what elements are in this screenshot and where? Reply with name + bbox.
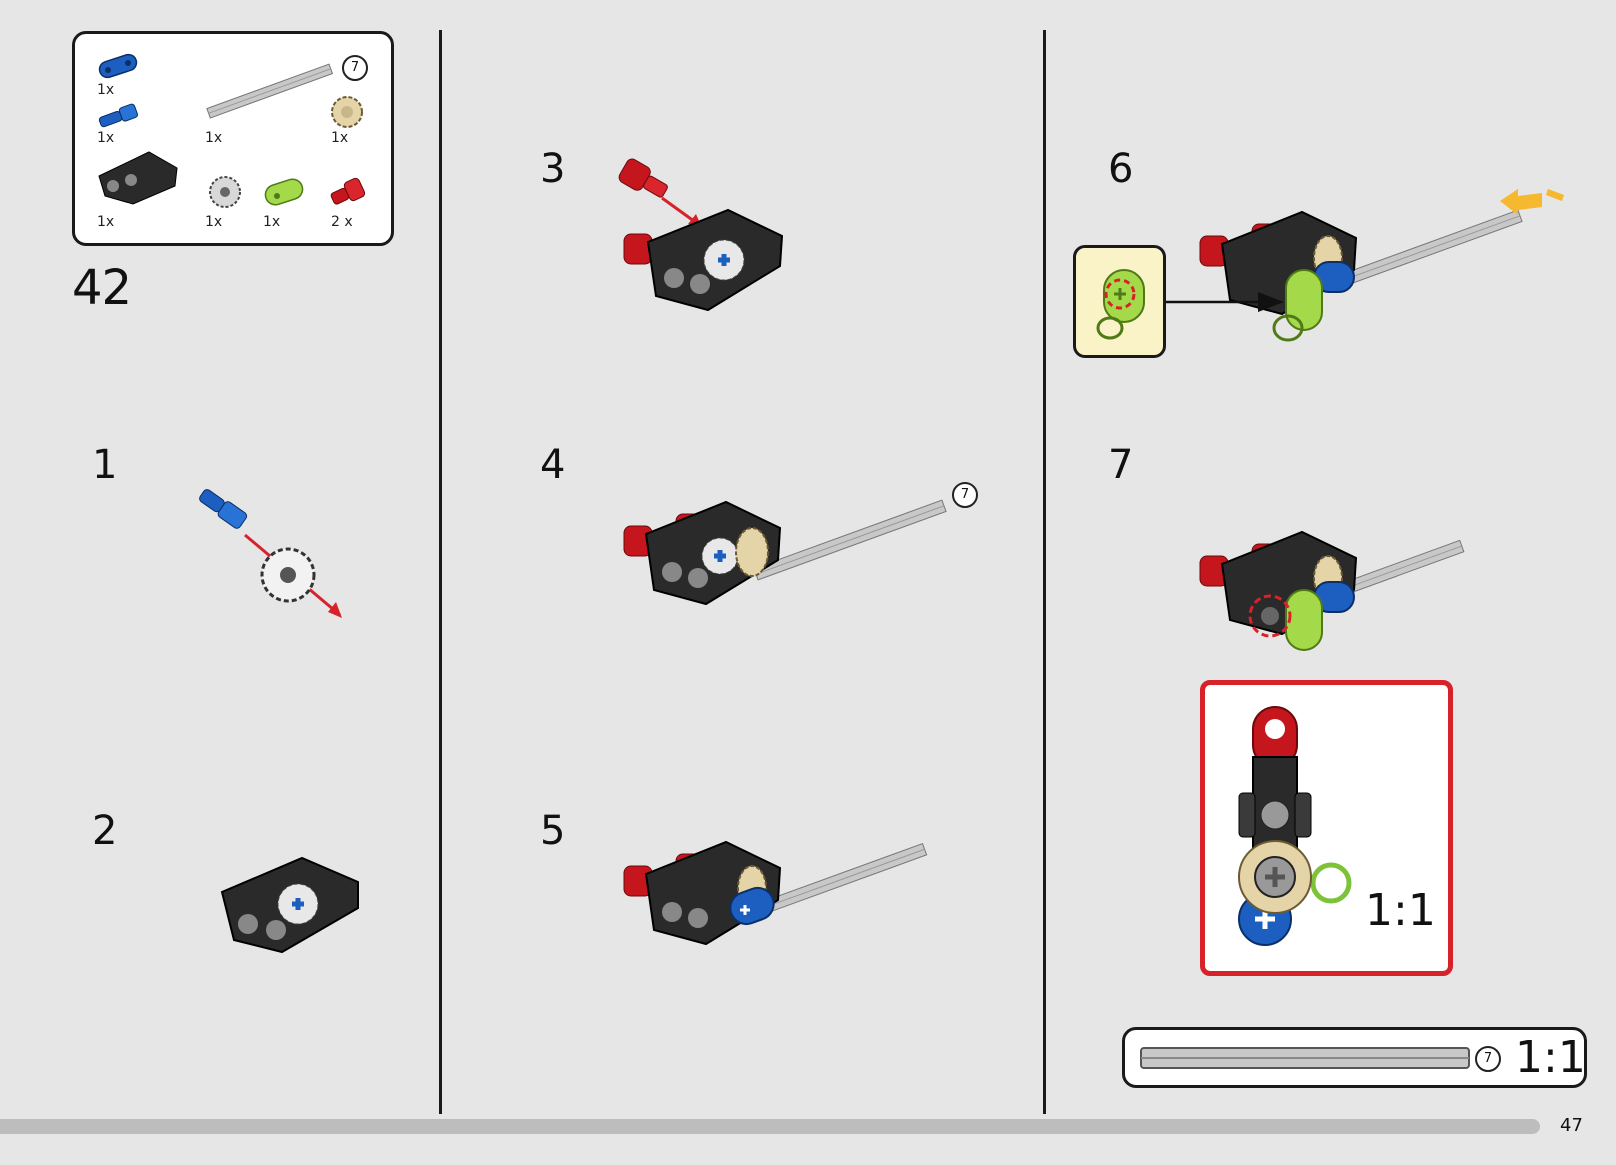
blue-liftarm-part [98,53,138,79]
step-number-7: 7 [1108,442,1134,488]
column-divider-right [1043,30,1046,1114]
page-progress-bar [0,1119,1540,1134]
axle-reference-box: 7 1:1 [1122,1027,1587,1088]
parts-qty-red-pin: 2 x [331,214,353,230]
parts-qty-black-frame: 1x [97,214,115,230]
column-divider-left [439,30,442,1114]
parts-qty-blue-pin: 1x [97,130,115,146]
axle-reference-icon [1140,1047,1470,1069]
step-3-illustration [618,158,784,312]
assembly-scale-view-icon [1238,706,1352,946]
page-step-number: 42 [72,260,132,316]
parts-list-box: 1x 1x 7 1x 1x 1x 1x 1x [72,31,394,246]
step-5-illustration [623,840,928,946]
step-4-illustration [623,499,947,606]
grey-gear-part [209,176,241,208]
axle-reference-length-badge: 7 [1475,1046,1501,1072]
page-number: 47 [1560,1115,1583,1136]
step-number-3: 3 [540,146,566,192]
lime-liftarm-part [264,178,304,206]
parts-qty-grey-axle: 1x [205,130,223,146]
parts-qty-lime-liftarm: 1x [263,214,281,230]
parts-qty-tan-gear: 1x [331,130,349,146]
lime-liftarm-detail-icon [1096,269,1145,340]
scale-callout-box: 1:1 [1200,680,1453,976]
step-6-callout [1073,245,1166,358]
step-number-5: 5 [540,808,566,854]
step-6-illustration [1199,209,1523,342]
step-number-4: 4 [540,442,566,488]
grey-axle-part [206,63,334,119]
axle-reference-scale-label: 1:1 [1515,1032,1586,1083]
step-number-2: 2 [92,808,118,854]
step-7-illustration [1199,530,1465,651]
callout-pointer-arrow-icon [1166,292,1284,312]
step-4-axle-length-badge: 7 [952,482,978,508]
step-number-6: 6 [1108,146,1134,192]
scale-callout-label: 1:1 [1365,885,1436,936]
step-6-insert-arrow-icon [1500,189,1564,215]
red-pin-part [330,177,366,205]
step-2-illustration [220,856,359,954]
black-frame-part [98,151,178,205]
tan-gear-part [331,96,363,128]
step-1-illustration [199,489,342,618]
parts-axle-length-badge: 7 [342,55,368,81]
parts-qty-blue-liftarm: 1x [97,82,115,98]
blue-pin-part [98,103,138,128]
parts-qty-grey-gear: 1x [205,214,223,230]
step-number-1: 1 [92,442,118,488]
